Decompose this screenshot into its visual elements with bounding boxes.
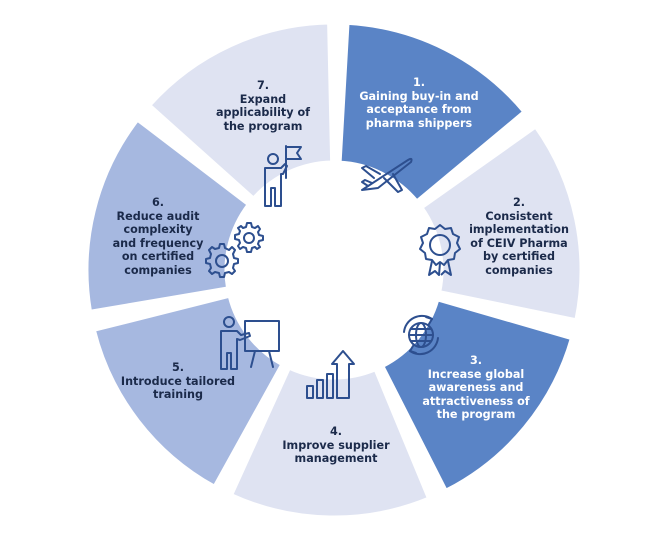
segment-2-label: 2. Consistent implementation of CEIV Pha… (469, 196, 569, 278)
segment-2-text-line-3: of CEIV Pharma (470, 236, 568, 250)
segment-1-label: 1. Gaining buy-in and acceptance from ph… (359, 76, 478, 130)
segment-2-text-line-2: implementation (469, 223, 569, 237)
segment-7-text-line-3: the program (223, 119, 303, 133)
segment-7-label: 7. Expand applicability of the program (216, 79, 310, 133)
segment-1-text-line-3: pharma shippers (365, 116, 473, 130)
presenter-board-icon (215, 315, 281, 371)
segment-2-text-line-1: Consistent (485, 209, 553, 223)
segment-3-text-line-3: attractiveness of (422, 394, 530, 408)
segment-6-text-line-4: on certified (121, 250, 195, 264)
segment-7-text-line-2: applicability of (215, 106, 311, 120)
segment-7-number: 7. (256, 79, 270, 92)
segment-6-text-line-3: and frequency (112, 236, 204, 250)
segment-3-label: 3. Increase global awareness and attract… (422, 354, 529, 422)
segment-4-text-line-2: management (294, 452, 378, 466)
segment-5-number: 5. (171, 361, 185, 374)
airplane-icon (358, 152, 414, 196)
gears-icon (198, 221, 266, 279)
segment-2-number: 2. (512, 196, 526, 209)
segment-4-text-line-1: Improve supplier (282, 438, 390, 452)
segment-4-label: 4. Improve supplier management (282, 425, 389, 466)
segment-6-text-line-2: complexity (123, 223, 193, 237)
segment-5-text-line-1: Introduce tailored (120, 374, 236, 388)
segment-2-text-line-5: companies (485, 263, 553, 277)
certificate-badge-icon (417, 223, 463, 277)
segment-5-label: 5. Introduce tailored training (121, 361, 235, 402)
segment-5-text-line-2: training (152, 388, 204, 402)
segment-6-number: 6. (151, 196, 165, 209)
segment-2-text-line-4: by certified (482, 250, 555, 264)
segment-3-text-line-4: the program (436, 408, 516, 422)
segment-7-text-line-1: Expand (239, 92, 287, 106)
segment-6-text-line-5: companies (124, 263, 192, 277)
segment-1-text-line-1: Gaining buy-in and (359, 89, 479, 103)
segment-6-label: 6. Reduce audit complexity and frequency… (113, 196, 204, 278)
segment-1-number: 1. (412, 76, 426, 89)
segment-6-text-line-1: Reduce audit (116, 209, 200, 223)
segment-1-text-line-2: acceptance from (366, 103, 472, 117)
globe-arrows-icon (396, 310, 446, 360)
segment-3-text-line-2: awareness and (428, 381, 524, 395)
person-flag-icon (257, 144, 317, 208)
segment-3-text-line-1: Increase global (427, 367, 525, 381)
segment-4-number: 4. (329, 425, 343, 438)
growth-chart-icon (303, 348, 357, 400)
segment-3-number: 3. (469, 354, 483, 367)
